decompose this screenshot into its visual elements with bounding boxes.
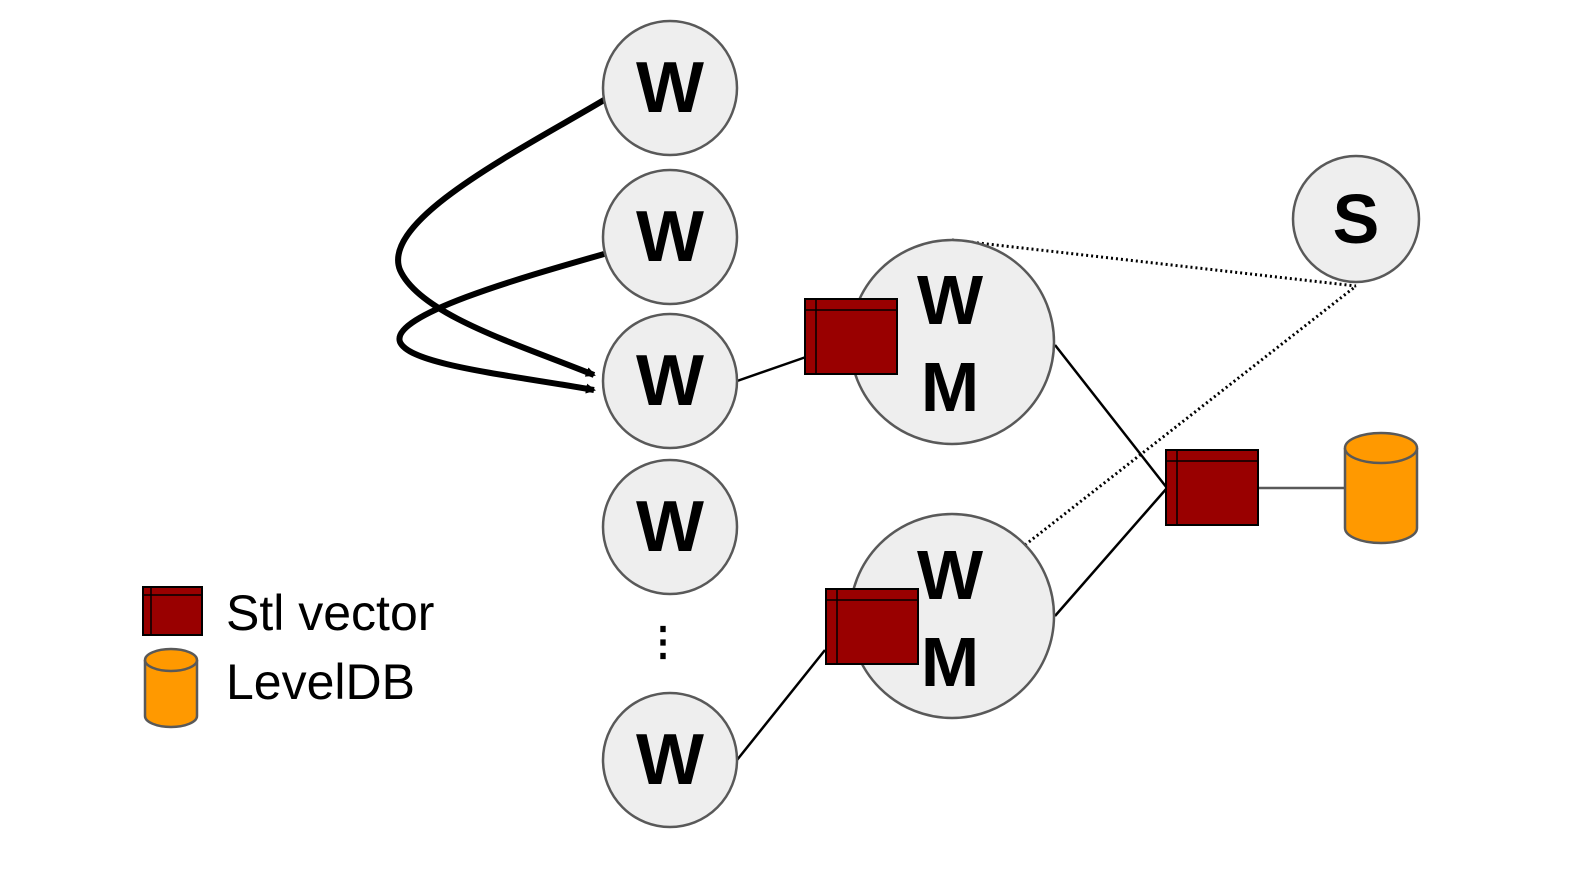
worker-master-bottom-label-m: M [921, 623, 979, 701]
legend-label-leveldb: LevelDB [226, 654, 415, 710]
worker-node-last: W [601, 691, 739, 829]
worker-node-2: W [601, 168, 739, 306]
link-w3-to-vector-top [736, 355, 807, 383]
server-node-label: S [1333, 180, 1380, 258]
worker-node-1: W [601, 19, 739, 157]
link-wm-bottom-to-vector-right [1054, 487, 1168, 617]
worker-master-bottom-label-w: W [917, 536, 983, 614]
stl-vector-icon [142, 586, 203, 636]
worker-master-top-label-w: W [917, 261, 983, 339]
stl-vector-icon [1165, 449, 1259, 526]
worker-node-1-label: W [636, 48, 704, 128]
worker-master-node-top: W M [848, 238, 1056, 446]
worker-node-3-label: W [636, 341, 704, 421]
worker-node-4: W [601, 458, 739, 596]
arrow-w2-to-w3 [396, 251, 605, 394]
stl-vector-icon [804, 298, 898, 375]
arrow-w1-to-w3 [395, 97, 606, 378]
worker-master-top-label-m: M [921, 348, 979, 426]
link-wlast-to-vector-bottom [736, 649, 826, 761]
worker-node-4-label: W [636, 487, 704, 567]
worker-node-last-label: W [636, 720, 704, 800]
leveldb-icon [143, 647, 199, 729]
worker-node-3: W [601, 312, 739, 450]
link-wm-top-to-vector-right [1054, 344, 1168, 489]
leveldb-icon [1343, 431, 1419, 545]
worker-ellipsis: ⋮ [643, 620, 683, 664]
connectors [395, 97, 1357, 761]
legend-label-stl-vector: Stl vector [226, 585, 434, 641]
worker-master-node-bottom: W M [848, 512, 1056, 720]
legend: Stl vector LevelDB [142, 585, 434, 729]
server-node: S [1291, 154, 1421, 284]
worker-node-2-label: W [636, 197, 704, 277]
dotted-link-wm-bottom-to-server [1024, 284, 1357, 547]
stl-vector-icon [825, 588, 919, 665]
